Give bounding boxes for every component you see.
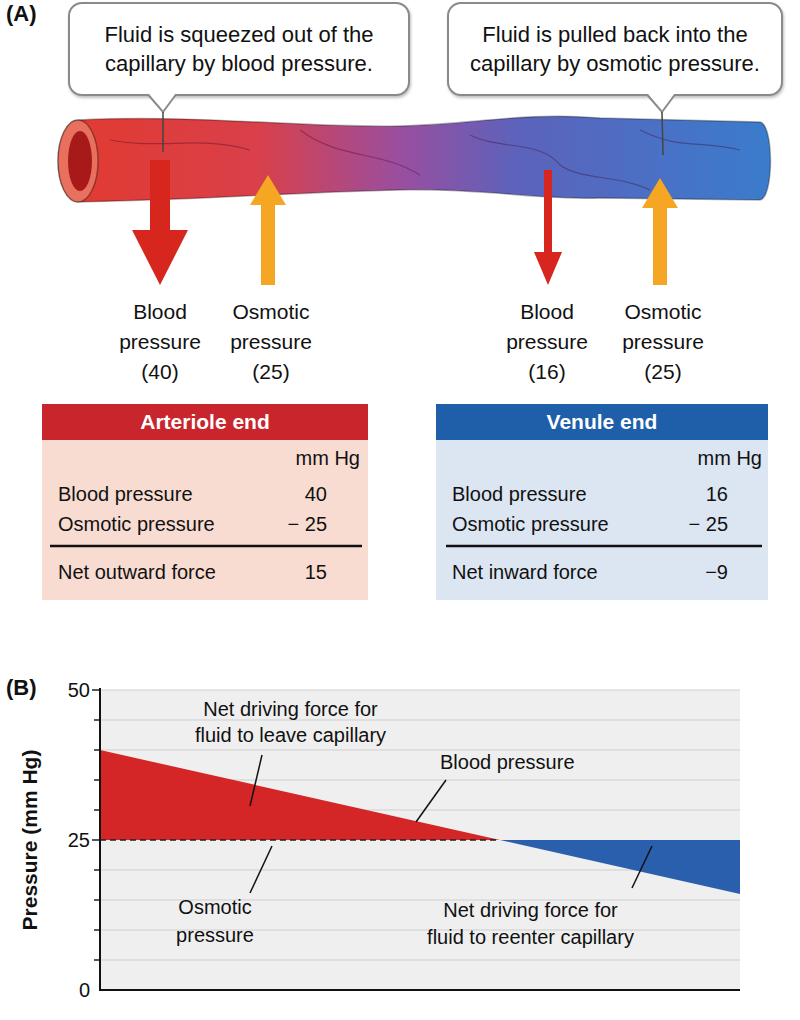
unit-label: mm Hg bbox=[296, 446, 360, 470]
y-axis bbox=[99, 688, 101, 991]
inward-force-area bbox=[500, 840, 740, 894]
osmotic-level-line bbox=[100, 839, 500, 841]
table-heading: Arteriole end bbox=[42, 404, 368, 440]
blood-pressure-arrow bbox=[534, 170, 562, 285]
table-value: 16 bbox=[706, 482, 728, 506]
annotation: Osmotic pressure bbox=[155, 893, 275, 949]
force-label: Osmotic pressure (25) bbox=[603, 297, 723, 387]
table-row-label: Osmotic pressure bbox=[58, 512, 215, 536]
osmotic-pressure-arrow bbox=[250, 175, 286, 285]
table-row-label: Blood pressure bbox=[58, 482, 193, 506]
tick-label: 50 bbox=[30, 678, 90, 702]
panel-letter: (A) bbox=[6, 2, 66, 26]
table-row-label: Net inward force bbox=[452, 560, 598, 584]
leader-line bbox=[250, 755, 652, 893]
osmotic-pressure-arrow bbox=[642, 178, 678, 285]
table-value: 15 bbox=[305, 560, 327, 584]
annotation: Net driving force for fluid to leave cap… bbox=[184, 696, 397, 748]
annotation: Blood pressure bbox=[440, 750, 620, 774]
table-value: −9 bbox=[705, 560, 728, 584]
callout-tail bbox=[647, 93, 675, 155]
panel-letter: (B) bbox=[6, 676, 66, 700]
table-value: − 25 bbox=[288, 512, 327, 536]
table-rule bbox=[446, 545, 762, 548]
blood-pressure-arrow bbox=[132, 160, 188, 285]
table-row-label: Net outward force bbox=[58, 560, 216, 584]
callout-tail bbox=[148, 93, 176, 152]
force-label: Blood pressure (16) bbox=[487, 297, 607, 387]
callout-box: Fluid is pulled back into the capillary … bbox=[447, 2, 783, 96]
force-label: Blood pressure (40) bbox=[100, 297, 220, 387]
pressure-table: Venule end mm Hg Blood pressure 16Osmotic p… bbox=[436, 404, 768, 600]
table-heading: Venule end bbox=[436, 404, 768, 440]
force-label: Osmotic pressure (25) bbox=[211, 297, 331, 387]
table-value: 40 bbox=[305, 482, 327, 506]
table-row-label: Osmotic pressure bbox=[452, 512, 609, 536]
callout-box: Fluid is squeezed out of the capillary b… bbox=[68, 2, 410, 96]
table-value: − 25 bbox=[689, 512, 728, 536]
annotation: Net driving force for fluid to reenter c… bbox=[424, 897, 637, 951]
callout-text: Fluid is pulled back into the capillary … bbox=[459, 20, 771, 78]
pressure-chart bbox=[92, 688, 740, 991]
callout-text: Fluid is squeezed out of the capillary b… bbox=[80, 20, 398, 78]
pressure-table: Arteriole end mm Hg Blood pressure 40Osmoti… bbox=[42, 404, 368, 600]
tick-label: 0 bbox=[30, 978, 90, 1002]
table-row-label: Blood pressure bbox=[452, 482, 587, 506]
table-rule bbox=[50, 545, 362, 548]
axis-title: Pressure (mm Hg) bbox=[16, 690, 44, 990]
unit-label: mm Hg bbox=[698, 446, 762, 470]
x-axis bbox=[99, 989, 740, 991]
